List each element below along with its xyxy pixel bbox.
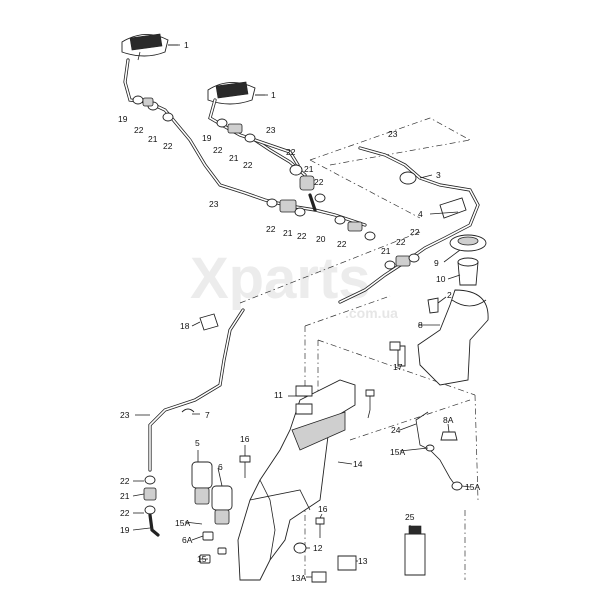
callout-label: 22 [337, 239, 347, 249]
callout-label: 22 [163, 141, 173, 151]
callout-label: 13 [358, 556, 368, 566]
callout-label: 21 [148, 134, 158, 144]
callout-label: 8 [418, 320, 423, 330]
callout-label: 8A [443, 415, 454, 425]
callout-label: 22 [410, 227, 420, 237]
callout-label: 23 [120, 410, 130, 420]
callout-label: 21 [120, 491, 130, 501]
callout-label: 7 [205, 410, 210, 420]
callout-label: 22 [243, 160, 253, 170]
washer-pumps [191, 461, 233, 564]
callout-label: 22 [314, 177, 324, 187]
callout-label: 17 [393, 362, 403, 372]
callout-label: 10 [436, 274, 446, 284]
callout-label: 12 [313, 543, 323, 553]
callout-label: 13A [291, 573, 306, 583]
callout-label: 22 [120, 476, 130, 486]
callout-label: 19 [120, 525, 130, 535]
callout-label: 19 [202, 133, 212, 143]
callout-label: 14 [353, 459, 363, 469]
callout-label: 2 [447, 290, 452, 300]
level-sensor [415, 411, 463, 491]
reservoir-upper [397, 289, 489, 386]
callout-label: 23 [209, 199, 219, 209]
callout-label: 25 [405, 512, 415, 522]
callout-label: 20 [316, 234, 326, 244]
callout-label: 6A [182, 535, 193, 545]
callout-label: 15A [390, 447, 405, 457]
callout-label: 21 [304, 164, 314, 174]
callout-label: 22 [213, 145, 223, 155]
fluid-bottle [404, 525, 426, 576]
callout-label: 22 [297, 231, 307, 241]
callout-label: 22 [286, 147, 296, 157]
callout-label: 15A [465, 482, 480, 492]
callout-label: 16 [318, 504, 328, 514]
callout-label: 4 [418, 209, 423, 219]
bolts [239, 341, 401, 538]
callout-label: 22 [396, 237, 406, 247]
washer-jet-right [207, 81, 265, 105]
callout-label: 6 [218, 462, 223, 472]
callout-label: 11 [274, 390, 283, 400]
callout-label: 16 [240, 434, 250, 444]
callout-label: 23 [388, 129, 398, 139]
callout-label: 23 [266, 125, 276, 135]
callout-label: 3 [436, 170, 441, 180]
filler-neck-assembly [427, 234, 487, 314]
callout-label: 15A [175, 518, 190, 528]
bracket-parts [293, 542, 357, 583]
callout-label: 24 [391, 425, 401, 435]
callout-label: 1 [271, 90, 276, 100]
callout-label: 18 [180, 321, 190, 331]
callout-label: 15 [197, 554, 207, 564]
callout-label: 22 [120, 508, 130, 518]
callout-label: 21 [381, 246, 391, 256]
reservoir-main [237, 379, 356, 581]
callout-label: 21 [283, 228, 293, 238]
hose-clips [132, 95, 467, 537]
callout-label: 5 [195, 438, 200, 448]
callout-label: 9 [434, 258, 439, 268]
callout-label: 19 [118, 114, 128, 124]
watermark-domain: .com.ua [345, 305, 398, 321]
callout-label: 21 [229, 153, 239, 163]
leader-lines [132, 44, 471, 578]
callout-labels: 1 1 3 4 9 10 2 8 17 18 23 7 5 6A 6 15 15… [118, 40, 480, 583]
callout-label: 22 [134, 125, 144, 135]
callout-label: 1 [184, 40, 189, 50]
reference-dash-lines [239, 117, 479, 580]
washer-jet-left [121, 33, 178, 61]
callout-label: 22 [266, 224, 276, 234]
